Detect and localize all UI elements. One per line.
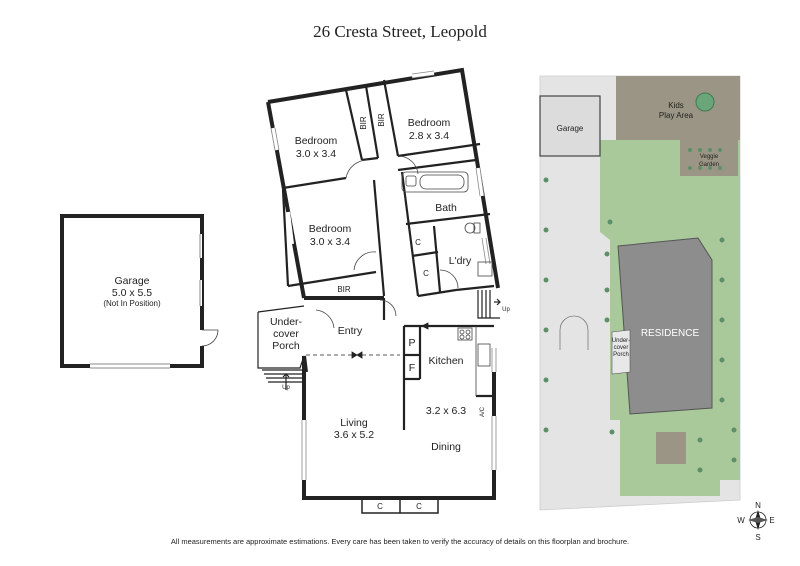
site-plan: Garage Kids Play Area Veggie Garden RESI… <box>539 75 741 511</box>
bedroom1-dims: 3.0 x 3.4 <box>296 148 336 160</box>
bath-fixtures <box>401 171 493 277</box>
page-title: 26 Cresta Street, Leopold <box>313 22 487 41</box>
dining-label: Dining <box>431 441 461 453</box>
bir2-label: BIR <box>377 113 386 127</box>
porch-label-2: cover <box>273 328 299 340</box>
windows <box>270 70 497 480</box>
laundry-label: L'dry <box>449 255 472 267</box>
compass-e: E <box>769 516 774 525</box>
bath-label: Bath <box>435 202 457 214</box>
site-kids-label-1: Kids <box>668 101 684 110</box>
room-labels: Bedroom 3.0 x 3.4 Bedroom 2.8 x 3.4 Bedr… <box>270 113 511 511</box>
flow-arrows <box>306 322 440 359</box>
cabinet1-label: C <box>377 502 383 511</box>
garage-label: Garage <box>114 275 149 287</box>
kitchen-fixtures <box>457 326 491 396</box>
site-garage-label: Garage <box>557 124 584 133</box>
porch-label-3: Porch <box>272 340 300 352</box>
cupboard1-label: C <box>415 238 421 247</box>
compass-n: N <box>755 501 761 510</box>
bedroom1-label: Bedroom <box>295 135 338 147</box>
fridge-label: F <box>409 362 415 374</box>
ac-label: A/C <box>480 406 486 417</box>
porch-up-label: Up <box>282 385 290 391</box>
garage-dims: 5.0 x 5.5 <box>112 287 152 299</box>
entry-label: Entry <box>338 325 363 337</box>
bir3-label: BIR <box>337 285 351 294</box>
compass-rose: N S E W <box>737 501 774 542</box>
disclaimer-text: All measurements are approximate estimat… <box>170 537 630 546</box>
bedroom2-label: Bedroom <box>408 117 451 129</box>
bedroom3-dims: 3.0 x 3.4 <box>310 236 350 248</box>
bedroom2-dims: 2.8 x 3.4 <box>409 130 449 142</box>
internal-walls <box>281 79 495 430</box>
site-kids-label-2: Play Area <box>659 111 694 120</box>
porch <box>257 290 501 390</box>
bottom-cabinets <box>361 497 439 514</box>
detached-garage: Garage 5.0 x 5.5 (Not In Position) <box>60 214 219 369</box>
kitchen-dims: 3.2 x 6.3 <box>426 405 466 417</box>
site-porch-label-2: cover <box>614 345 629 351</box>
door-swings <box>315 155 459 329</box>
kitchen-label: Kitchen <box>428 355 463 367</box>
garage-note: (Not In Position) <box>103 299 161 308</box>
cupboard2-label: C <box>423 269 429 278</box>
porch-label-1: Under- <box>270 316 303 328</box>
compass-w: W <box>737 516 745 525</box>
living-label: Living <box>340 417 368 429</box>
site-porch-label-3: Porch <box>613 352 629 358</box>
site-porch-label-1: Under- <box>612 338 630 344</box>
living-dims: 3.6 x 5.2 <box>334 429 374 441</box>
site-veggie-label-2: Garden <box>699 162 719 168</box>
bir1-label: BIR <box>359 116 368 130</box>
bedroom3-label: Bedroom <box>309 223 352 235</box>
site-veggie-label-1: Veggie <box>700 154 719 160</box>
compass-s: S <box>755 533 760 542</box>
cabinet2-label: C <box>416 502 422 511</box>
site-residence-label: RESIDENCE <box>641 328 700 339</box>
pantry-label: P <box>408 337 415 349</box>
laundry-up-label: Up <box>502 307 510 313</box>
